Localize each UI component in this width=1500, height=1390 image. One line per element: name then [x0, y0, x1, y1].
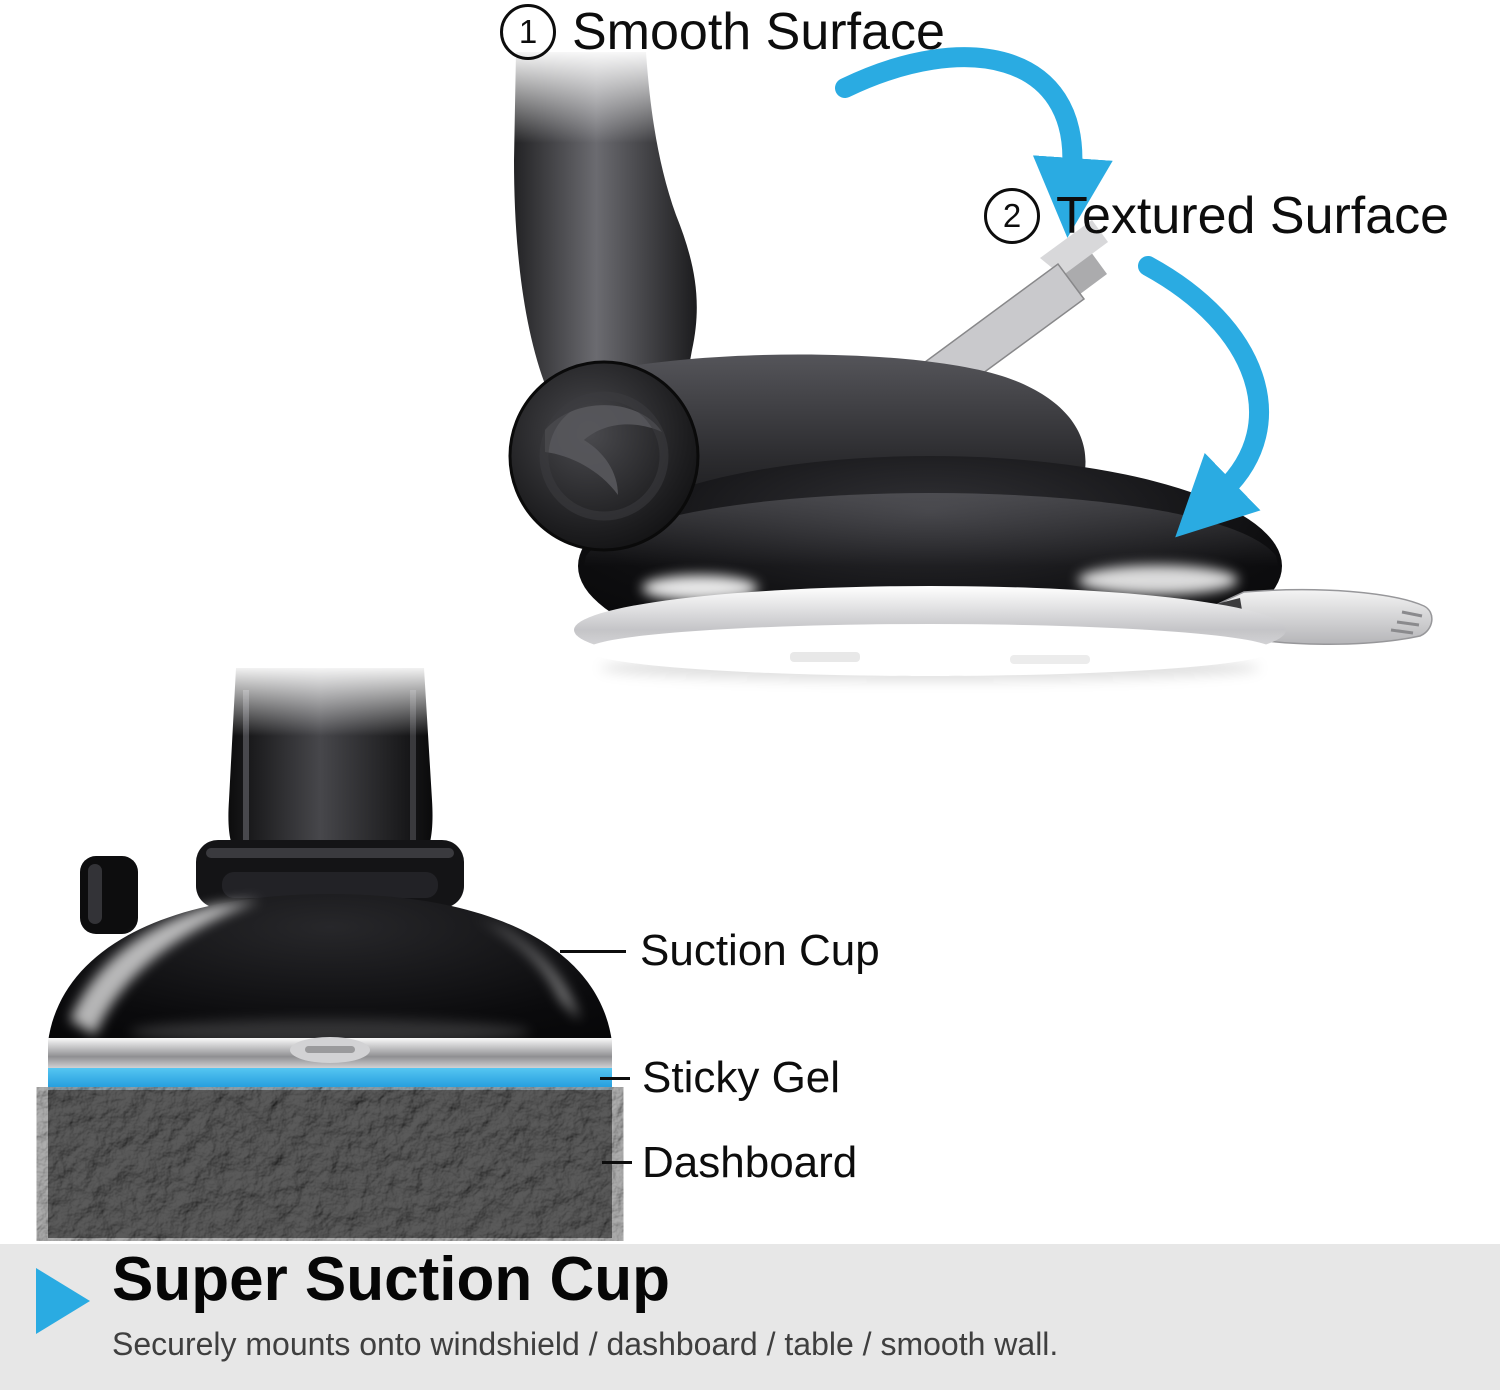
arrow-textured-to-base: [1138, 256, 1269, 538]
closeup-dome: [48, 894, 612, 1060]
dashboard-leader-line: [602, 1161, 632, 1164]
sticky-gel-leader-line: [600, 1077, 630, 1080]
banner-subtitle: Securely mounts onto windshield / dashbo…: [112, 1326, 1059, 1362]
circled-1-icon: 1: [500, 4, 556, 60]
dashboard-label: Dashboard: [642, 1138, 858, 1187]
step-1-number: 1: [518, 13, 538, 50]
pivot-knob: [508, 360, 700, 552]
arrow-smooth-to-textured: [835, 47, 1113, 238]
right-arrow-triangle-icon: [36, 1268, 90, 1334]
step-2-number: 2: [1002, 197, 1022, 234]
suction-cup-leader-line: [560, 950, 626, 953]
top-product-photo: [495, 48, 1433, 681]
textured-surface-label: Textured Surface: [1056, 187, 1450, 245]
closeup-dashboard-texture: [48, 1090, 612, 1238]
annotation-smooth-surface: 1 Smooth Surface: [500, 2, 945, 62]
circled-2-icon: 2: [984, 188, 1040, 244]
sticky-gel-label: Sticky Gel: [642, 1053, 841, 1102]
smooth-surface-label: Smooth Surface: [572, 3, 945, 61]
closeup-gel-layer: [48, 1068, 612, 1094]
annotation-textured-surface: 2 Textured Surface: [984, 186, 1449, 246]
suction-cup-label: Suction Cup: [640, 926, 880, 975]
banner: Super Suction Cup Securely mounts onto w…: [0, 1244, 1500, 1390]
closeup-photo: [48, 664, 612, 1238]
banner-title: Super Suction Cup: [112, 1245, 670, 1314]
